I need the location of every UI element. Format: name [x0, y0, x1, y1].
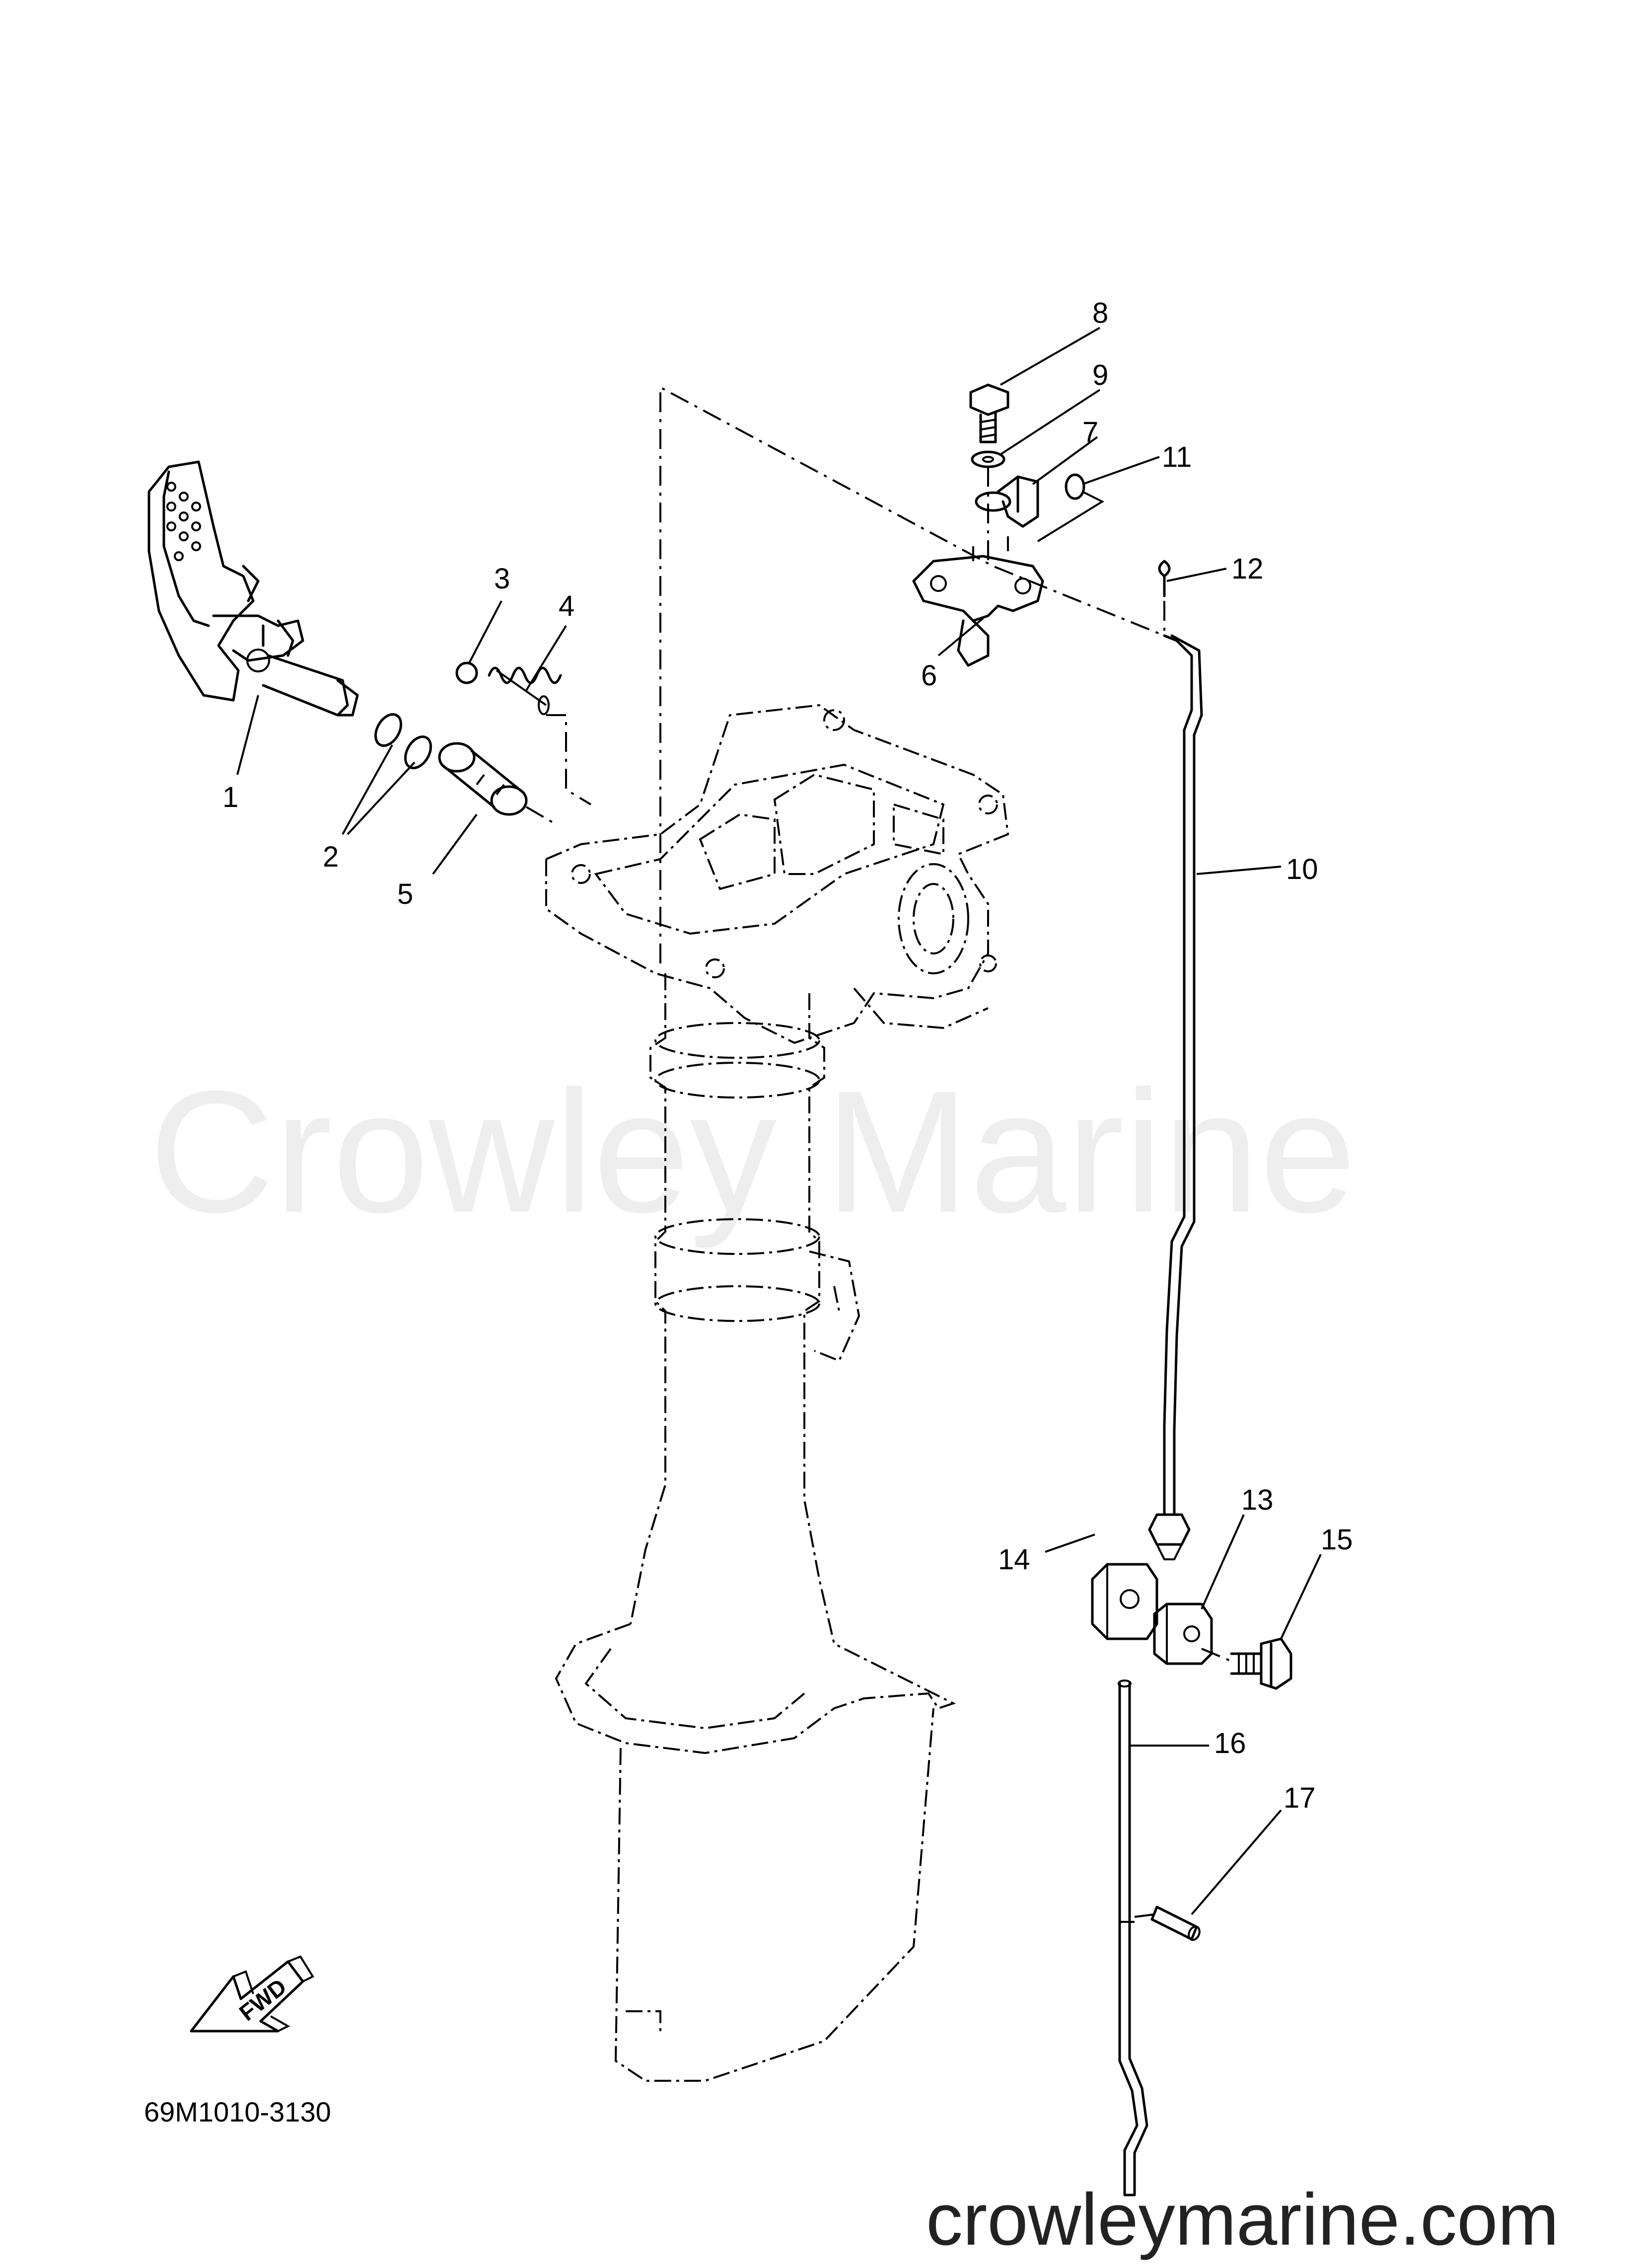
- part-shift-rod: [1148, 634, 1203, 1560]
- part-lower-shift-rod: [1118, 1680, 1148, 2196]
- callout-16: 16: [1214, 1727, 1246, 1759]
- assembly-line-sleeve: [525, 806, 557, 825]
- callout-11: 11: [1162, 441, 1192, 473]
- callout-13: 13: [1241, 1484, 1274, 1516]
- part-clamp-13: [1153, 1603, 1213, 1665]
- part-clip-11: [1037, 473, 1105, 542]
- part-bracket: [997, 475, 1039, 551]
- part-o-rings: [374, 713, 432, 769]
- part-washer: [971, 450, 1005, 468]
- callout-labels: 1 2 3 4 5 6 7 8 9 10 11 12 13 14 15 16 1…: [222, 297, 1353, 1814]
- callout-4: 4: [559, 590, 574, 622]
- callout-5: 5: [397, 878, 413, 910]
- part-clamp-14: [1091, 1563, 1158, 1640]
- part-cotter-pin: [1158, 560, 1171, 597]
- callout-14: 14: [998, 1543, 1030, 1576]
- callout-3: 3: [494, 563, 510, 595]
- assembly-line-pin-17: [1134, 1913, 1155, 1918]
- part-ball: [455, 661, 478, 684]
- callout-12: 12: [1231, 553, 1264, 585]
- fwd-arrow-icon: FWD: [190, 1955, 314, 2033]
- callout-7: 7: [1082, 416, 1098, 448]
- upper-casing-ghost: [545, 704, 1009, 2082]
- callout-15: 15: [1321, 1524, 1353, 1556]
- part-washer-hole: [982, 456, 994, 463]
- callout-8: 8: [1092, 297, 1108, 329]
- part-shift-lever: [147, 460, 359, 717]
- part-bolt-15: [1230, 1637, 1292, 1690]
- callout-6: 6: [921, 659, 937, 692]
- assembly-line-shift-rod: [659, 385, 1177, 963]
- assembly-line-spring: [546, 714, 592, 805]
- part-sleeve: [438, 742, 528, 816]
- callout-9: 9: [1092, 359, 1108, 391]
- part-spring: [488, 666, 562, 715]
- callout-1: 1: [222, 781, 238, 813]
- grip-dots: [166, 482, 201, 561]
- callout-17: 17: [1284, 1782, 1316, 1814]
- callout-10: 10: [1286, 853, 1318, 885]
- part-shift-link: [912, 546, 1044, 667]
- callout-2: 2: [323, 841, 339, 873]
- assembly-line-bolt-15: [1201, 1648, 1232, 1662]
- diagram-code: 69M1010-3130: [144, 2096, 331, 2127]
- callout-leaders: [236, 327, 1322, 1915]
- watermark-text: Crowley Marine: [149, 1055, 1356, 1250]
- part-bracket-washer: [975, 491, 1011, 512]
- part-bolt-8: [969, 383, 1009, 443]
- footer-url: crowleymarine.com: [926, 2179, 1559, 2261]
